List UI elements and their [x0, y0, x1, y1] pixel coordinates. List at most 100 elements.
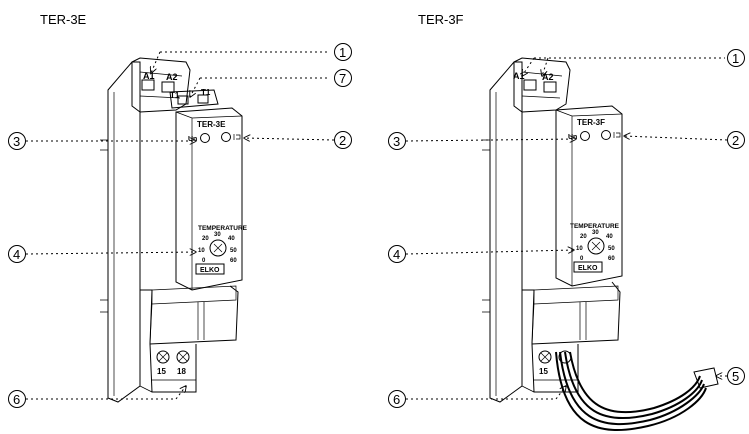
terminal-a2: A2 — [166, 72, 178, 82]
led-un-label: Un — [188, 136, 197, 143]
callout-badge-7 — [334, 69, 352, 87]
device-back-housing — [107, 61, 141, 403]
dial-label: TEMPERATURE — [570, 223, 620, 230]
callout-number-6: 6 — [393, 392, 400, 407]
leader-arrow — [244, 138, 335, 140]
leader-arrow — [25, 252, 196, 254]
screw-terminal-icon — [161, 81, 175, 93]
device-lower-body — [140, 285, 239, 345]
screw-terminal-icon — [141, 79, 155, 91]
callout-number-4: 4 — [393, 247, 400, 262]
dial-tick: 10 — [576, 246, 583, 252]
relay-led-icon — [221, 132, 231, 142]
callout-badge-5 — [727, 367, 745, 385]
callout-badge-6 — [388, 390, 406, 408]
relay-contact-icon — [233, 134, 241, 140]
screw-terminal-icon — [538, 350, 552, 364]
terminal-15: 15 — [157, 367, 166, 376]
callout-number-5: 5 — [732, 369, 739, 384]
leader-arrow — [405, 250, 574, 255]
terminal-t1-b: T1 — [201, 88, 211, 97]
callout-number-3: 3 — [393, 134, 400, 149]
screw-terminal-icon — [523, 79, 537, 91]
sensor-cable-icon — [555, 351, 707, 432]
terminal-a2: A2 — [542, 72, 554, 82]
callout-badge-3 — [8, 132, 26, 150]
leader-arrow — [522, 57, 535, 76]
terminal-a1: A1 — [513, 71, 525, 81]
device-top-terminal-block — [513, 57, 571, 113]
screw-terminal-icon — [156, 350, 170, 364]
leader-arrow — [542, 57, 549, 76]
model-label: TER-3E — [197, 120, 226, 129]
dial-tick: 60 — [608, 256, 615, 262]
logo-text: ELKO — [578, 265, 598, 272]
led-un-label: Un — [568, 134, 577, 141]
screw-terminal-icon — [176, 350, 190, 364]
dial-tick: 40 — [606, 234, 613, 240]
callout-badge-6 — [8, 390, 26, 408]
terminal-15: 15 — [539, 367, 548, 376]
callout-badge-1 — [334, 43, 352, 61]
sensor-terminal-block — [169, 89, 219, 109]
dial-tick: 40 — [228, 236, 235, 242]
callout-number-4: 4 — [13, 247, 20, 262]
device-ter-3f: A1 A2 TER-3F Un TEMPERATURE 20 30 40 10 … — [482, 57, 719, 432]
callout-number-2: 2 — [339, 133, 346, 148]
device-front-face — [175, 107, 243, 291]
callout-number-2: 2 — [732, 133, 739, 148]
device-lower-body — [522, 281, 621, 345]
relay-contact-icon — [613, 132, 621, 138]
terminal-t1: T1 — [170, 91, 180, 100]
dial-tick: 0 — [202, 258, 206, 264]
callout-badge-3 — [388, 132, 406, 150]
dial-tick: 50 — [230, 248, 237, 254]
screw-terminal-icon — [543, 81, 557, 93]
screw-terminal-icon — [197, 94, 209, 104]
title-ter-3e: TER-3E — [40, 12, 87, 27]
terminal-a1: A1 — [143, 71, 155, 81]
temperature-dial-icon[interactable] — [209, 239, 227, 257]
temperature-sensor-probe — [693, 367, 719, 389]
callout-number-1: 1 — [732, 51, 739, 66]
callout-badge-4 — [8, 245, 26, 263]
relay-led-icon — [200, 133, 210, 143]
dial-tick: 20 — [580, 234, 587, 240]
device-back-housing — [489, 61, 523, 403]
callout-badge-2 — [334, 131, 352, 149]
elko-logo-icon — [195, 263, 225, 275]
callouts-right: 1 3 2 4 5 6 — [388, 49, 745, 408]
temperature-dial-icon[interactable] — [587, 237, 605, 255]
callout-number-1: 1 — [339, 45, 346, 60]
dial-tick: 30 — [214, 232, 221, 238]
callout-number-3: 3 — [13, 134, 20, 149]
dial-tick: 60 — [230, 258, 237, 264]
leader-arrow — [190, 77, 201, 97]
callout-number-6: 6 — [13, 392, 20, 407]
dial-tick: 0 — [580, 256, 584, 262]
title-ter-3f: TER-3F — [418, 12, 464, 27]
logo-text: ELKO — [200, 267, 220, 274]
device-front-face — [555, 105, 623, 287]
callout-badge-2 — [727, 131, 745, 149]
dial-tick: 10 — [198, 248, 205, 254]
leader-arrow — [624, 136, 728, 141]
device-ter-3e: A1 A2 T1 T1 TER-3E Un TEMPERATURE 20 30 … — [100, 57, 248, 403]
screw-terminal-icon — [177, 95, 189, 105]
elko-logo-icon — [573, 261, 603, 273]
dial-label: TEMPERATURE — [198, 225, 248, 232]
device-bottom-terminal-block — [531, 343, 579, 393]
relay-led-icon — [601, 130, 611, 140]
terminal-18: 18 — [177, 367, 186, 376]
dial-tick: 20 — [202, 236, 209, 242]
dial-tick: 50 — [608, 246, 615, 252]
callout-number-7: 7 — [339, 71, 346, 86]
callout-badge-4 — [388, 245, 406, 263]
callout-badge-1 — [727, 49, 745, 67]
callouts-left: 1 7 3 2 4 6 — [8, 43, 352, 408]
relay-led-icon — [580, 131, 590, 141]
leader-arrow — [405, 139, 576, 141]
dial-tick: 30 — [592, 230, 599, 236]
